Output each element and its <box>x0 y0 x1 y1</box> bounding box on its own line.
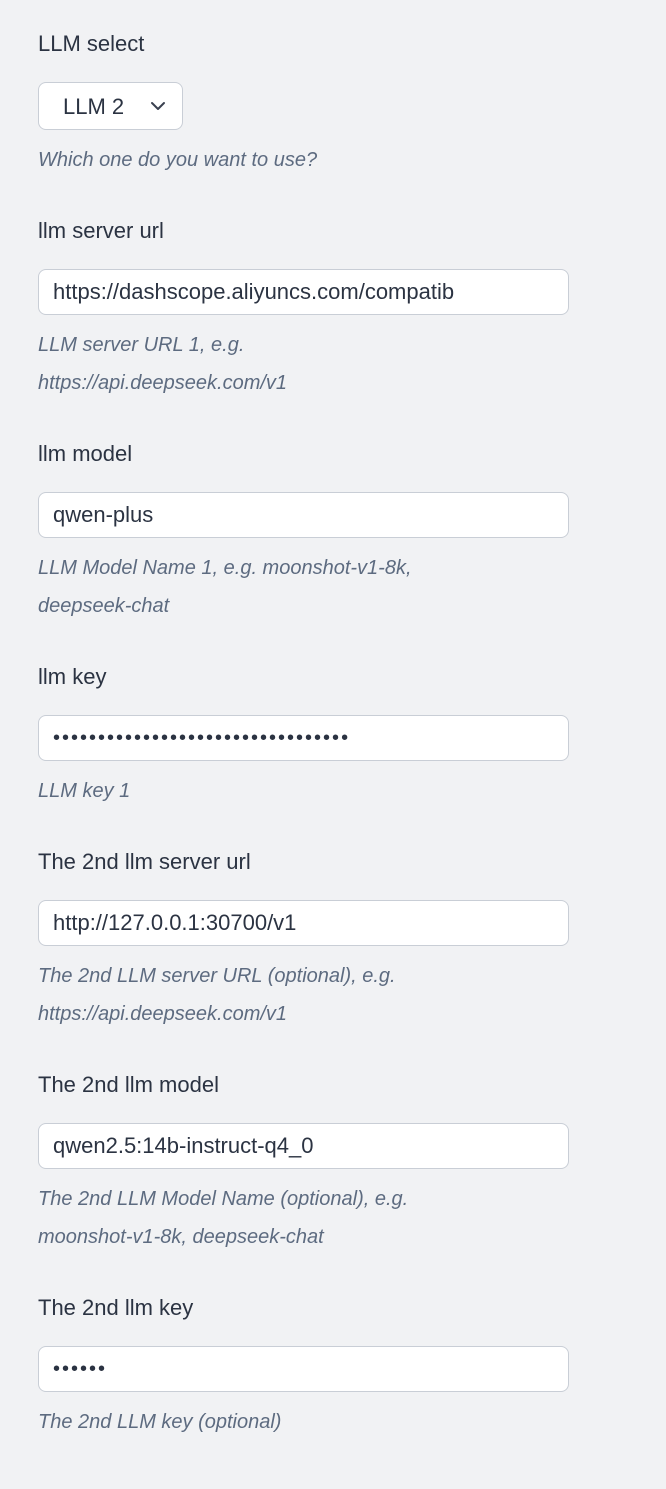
helper-line: LLM Model Name 1, e.g. moonshot-v1-8k, <box>38 557 412 579</box>
2nd-llm-server-url-input[interactable] <box>38 900 569 946</box>
field-llm-model: llm model LLM Model Name 1, e.g. moonsho… <box>38 440 666 625</box>
2nd-llm-server-url-label: The 2nd llm server url <box>38 849 251 874</box>
llm-select-control: LLM 2 <box>38 82 183 130</box>
llm-server-url-input[interactable] <box>38 269 569 315</box>
llm-server-url-label: llm server url <box>38 218 164 243</box>
field-llm-select: LLM select LLM 2 Which one do you want t… <box>38 30 666 179</box>
2nd-llm-key-input[interactable] <box>38 1346 569 1392</box>
2nd-llm-key-label: The 2nd llm key <box>38 1295 194 1320</box>
helper-line: LLM server URL 1, e.g. <box>38 334 245 356</box>
llm-key-control <box>38 715 666 761</box>
field-llm-key: llm key LLM key 1 <box>38 663 666 810</box>
llm-select-label: LLM select <box>38 31 145 56</box>
field-2nd-llm-model: The 2nd llm model The 2nd LLM Model Name… <box>38 1071 666 1256</box>
helper-line: https://api.deepseek.com/v1 <box>38 372 288 394</box>
helper-line: The 2nd LLM key (optional) <box>38 1411 282 1433</box>
field-2nd-llm-server-url: The 2nd llm server url The 2nd LLM serve… <box>38 848 666 1033</box>
field-llm-server-url: llm server url LLM server URL 1, e.g. ht… <box>38 217 666 402</box>
llm-settings-form: LLM select LLM 2 Which one do you want t… <box>38 30 666 1441</box>
helper-line: The 2nd LLM server URL (optional), e.g. <box>38 965 396 987</box>
2nd-llm-model-input[interactable] <box>38 1123 569 1169</box>
helper-line: Which one do you want to use? <box>38 149 318 171</box>
2nd-llm-server-url-helper: The 2nd LLM server URL (optional), e.g. … <box>38 957 569 1033</box>
llm-select-dropdown[interactable]: LLM 2 <box>38 82 183 130</box>
field-2nd-llm-key: The 2nd llm key The 2nd LLM key (optiona… <box>38 1294 666 1441</box>
llm-server-url-control <box>38 269 666 315</box>
helper-line: moonshot-v1-8k, deepseek-chat <box>38 1226 324 1248</box>
helper-line: https://api.deepseek.com/v1 <box>38 1003 288 1025</box>
llm-model-helper: LLM Model Name 1, e.g. moonshot-v1-8k, d… <box>38 549 569 625</box>
llm-server-url-helper: LLM server URL 1, e.g. https://api.deeps… <box>38 326 569 402</box>
llm-model-input[interactable] <box>38 492 569 538</box>
llm-key-input[interactable] <box>38 715 569 761</box>
helper-line: deepseek-chat <box>38 595 170 617</box>
2nd-llm-model-control <box>38 1123 666 1169</box>
llm-model-label: llm model <box>38 441 133 466</box>
llm-key-label: llm key <box>38 664 107 689</box>
llm-select-helper: Which one do you want to use? <box>38 141 569 179</box>
llm-model-control <box>38 492 666 538</box>
2nd-llm-key-helper: The 2nd LLM key (optional) <box>38 1403 569 1441</box>
helper-line: LLM key 1 <box>38 780 131 802</box>
2nd-llm-server-url-control <box>38 900 666 946</box>
2nd-llm-key-control <box>38 1346 666 1392</box>
2nd-llm-model-label: The 2nd llm model <box>38 1072 219 1097</box>
2nd-llm-model-helper: The 2nd LLM Model Name (optional), e.g. … <box>38 1180 569 1256</box>
llm-key-helper: LLM key 1 <box>38 772 569 810</box>
helper-line: The 2nd LLM Model Name (optional), e.g. <box>38 1188 409 1210</box>
